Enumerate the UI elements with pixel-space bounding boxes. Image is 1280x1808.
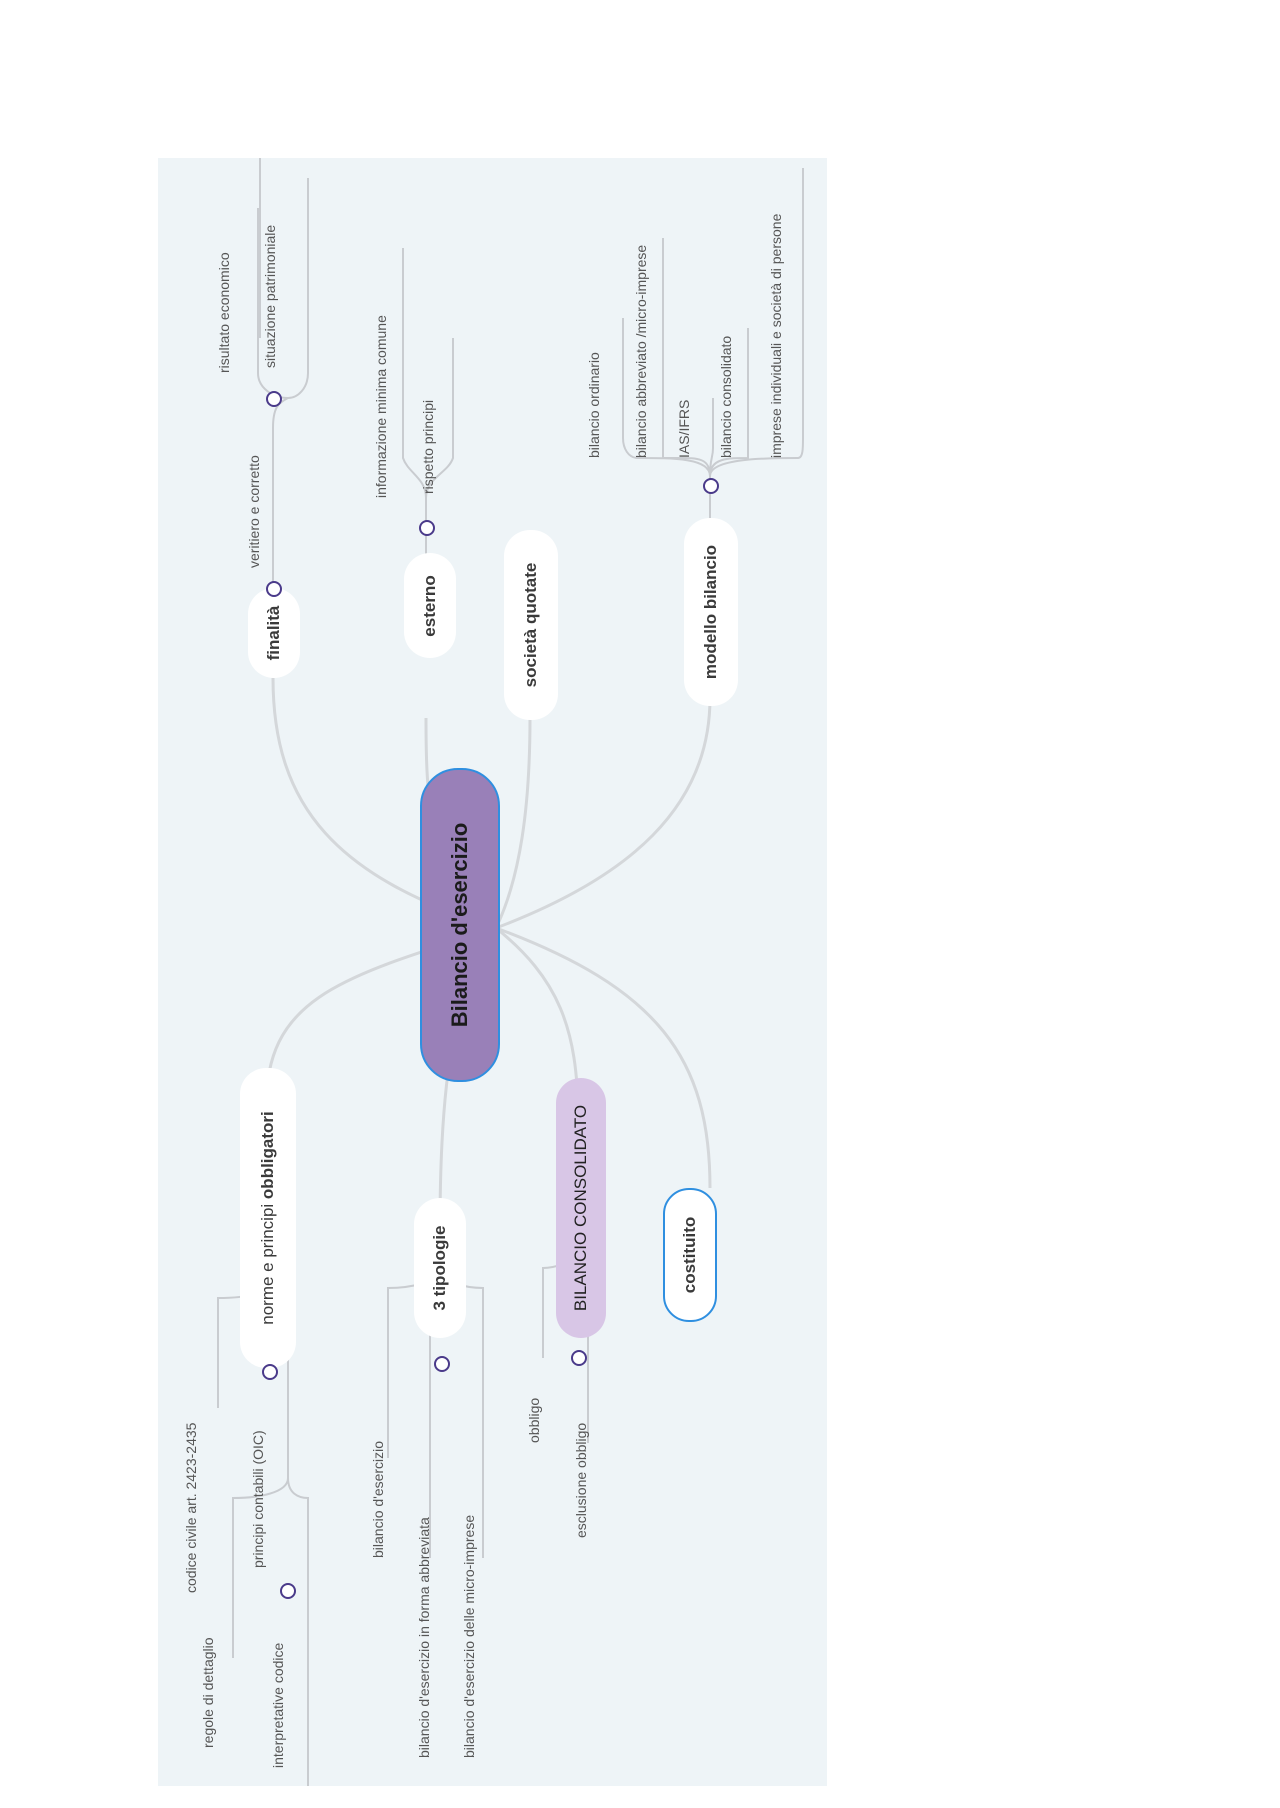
branch-modello-bilancio-label: modello bilancio — [701, 544, 720, 680]
leaf-risultato: risultato economico — [216, 252, 232, 373]
branch-norme-label: norme e principi obbligatori — [258, 1111, 278, 1325]
connector-societa-quotate — [494, 717, 532, 929]
leaf-rispetto: rispetto principi — [420, 399, 436, 494]
leaf-bil-abbreviato: bilancio abbreviato /micro-imprese — [633, 244, 649, 458]
expand-principi-circle[interactable] — [280, 1583, 296, 1599]
expand-norme-circle[interactable] — [262, 1364, 278, 1380]
branch-costituito[interactable]: costituito — [663, 1188, 717, 1322]
branch-esterno[interactable]: esterno — [404, 553, 456, 658]
branch-consolidato-label: BILANCIO CONSOLIDATO — [571, 1104, 590, 1312]
leaf-imprese: imprese individuali e società di persone — [768, 213, 784, 458]
expand-finalita-circle[interactable] — [266, 581, 282, 597]
leaf-principi-contabili: principi contabili (OIC) — [250, 1430, 266, 1568]
expand-esterno-circle[interactable] — [419, 520, 435, 536]
leaf-bil-ordinario: bilancio ordinario — [586, 352, 602, 458]
branch-tipologie[interactable]: 3 tipologie — [414, 1198, 466, 1338]
branch-societa-quotate[interactable]: società quotate — [504, 530, 558, 720]
leaf-esclusione: esclusione obbligo — [573, 1422, 589, 1538]
expand-consolidato-circle[interactable] — [571, 1350, 587, 1366]
central-node[interactable]: Bilancio d'esercizio — [420, 768, 500, 1082]
branch-norme-label-part2: obbligatori — [258, 1111, 277, 1200]
branch-tipologie-label: 3 tipologie — [430, 1225, 449, 1311]
expand-modello-circle[interactable] — [703, 478, 719, 494]
leaf-bil-consolidato: bilancio consolidato — [718, 335, 734, 458]
leaf-informazione: informazione minima comune — [373, 315, 389, 498]
branch-consolidato[interactable]: BILANCIO CONSOLIDATO — [556, 1078, 606, 1338]
leaf-bil-micro: bilancio d'esercizio delle micro-imprese — [461, 1514, 477, 1758]
leaf-veritiero: veritiero e corretto — [246, 455, 262, 568]
leaf-bil-esercizio: bilancio d'esercizio — [370, 1440, 386, 1558]
leaf-interpretative: interpretative codice — [270, 1642, 286, 1768]
expand-veritiero-circle[interactable] — [266, 391, 282, 407]
leaf-bil-forma-abbreviata: bilancio d'esercizio in forma abbreviata — [416, 1517, 432, 1758]
leaf-regole: regole di dettaglio — [200, 1637, 216, 1748]
branch-finalita-label: finalità — [264, 605, 283, 661]
connector-modello — [495, 697, 712, 930]
branch-norme-label-part1: norme e principi — [258, 1199, 277, 1325]
leaf-situazione: situazione patrimoniale — [262, 224, 278, 368]
leaf-ias: IAS/IFRS — [676, 399, 692, 458]
mind-map-canvas: Bilancio d'esercizio finalità esterno so… — [158, 158, 827, 1786]
leaf-codice-civile: codice civile art. 2423-2435 — [183, 1422, 199, 1593]
leaf-obbligo: obbligo — [526, 1397, 542, 1443]
branch-costituito-label: costituito — [680, 1216, 699, 1294]
connector-costituito — [495, 926, 712, 1189]
central-node-label: Bilancio d'esercizio — [447, 822, 472, 1028]
branch-finalita[interactable]: finalità — [248, 588, 300, 678]
branch-modello-bilancio[interactable]: modello bilancio — [684, 518, 738, 706]
branch-societa-quotate-label: società quotate — [521, 562, 540, 688]
branch-esterno-label: esterno — [420, 574, 439, 637]
expand-tipologie-circle[interactable] — [434, 1356, 450, 1372]
branch-norme[interactable]: norme e principi obbligatori — [240, 1068, 296, 1368]
